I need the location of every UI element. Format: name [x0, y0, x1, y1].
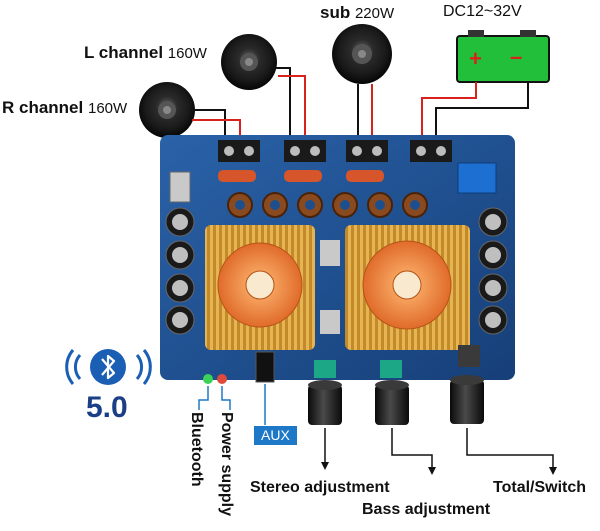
speaker-sub [332, 24, 392, 84]
bluetooth-power-bracket [198, 384, 266, 425]
bluetooth-label: Bluetooth [188, 412, 205, 487]
power-supply-label: Power supply [218, 412, 235, 517]
power-supply-battery [456, 30, 550, 83]
power-supply-range-label: DC12~32V [443, 3, 522, 20]
bluetooth-icon [65, 349, 152, 385]
battery-plus-symbol: + [469, 46, 482, 71]
callout-lines [324, 428, 554, 470]
stereo-adjustment-label: Stereo adjustment [250, 479, 390, 496]
amplifier-board [160, 135, 515, 384]
sub-label: sub 220W [320, 3, 395, 22]
bass-adjustment-knob [375, 380, 409, 425]
battery-minus-symbol: – [510, 44, 523, 69]
bass-adjustment-label: Bass adjustment [362, 501, 491, 518]
speaker-l-channel [221, 34, 277, 90]
total-switch-label: Total/Switch [493, 479, 587, 496]
aux-label: AUX [254, 426, 297, 446]
stereo-adjustment-knob [308, 380, 342, 425]
speaker-r-channel [139, 82, 195, 138]
l-channel-label: L channel 160W [84, 43, 207, 62]
bluetooth-version: 5.0 [86, 391, 128, 424]
total-switch-knob [450, 375, 484, 424]
r-channel-label: R channel 160W [2, 98, 128, 117]
